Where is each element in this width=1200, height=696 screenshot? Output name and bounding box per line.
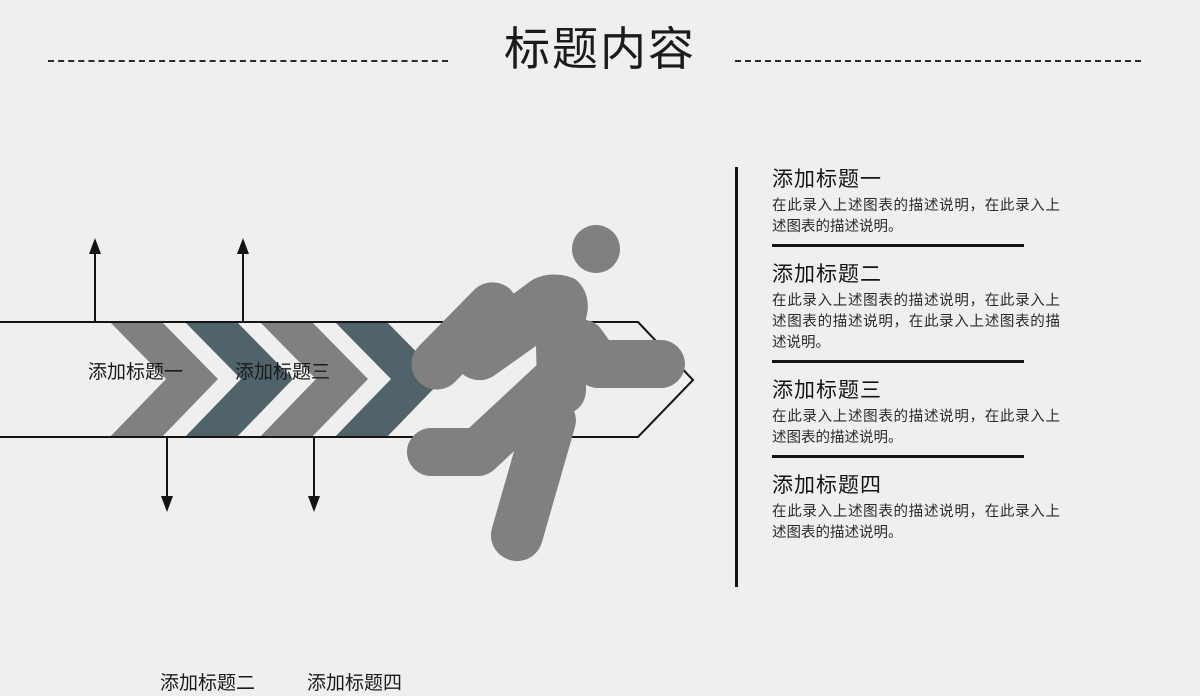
list-item-title: 添加标题四 — [772, 474, 882, 497]
callout-label-top-3: 添加标题三 — [235, 362, 331, 383]
list-item[interactable]: 添加标题一 在此录入上述图表的描述说明，在此录入上述图表的描述说明。 — [772, 165, 1072, 247]
chevron-2 — [183, 323, 293, 436]
list-item-title: 添加标题二 — [772, 263, 882, 286]
callout-label-top-1: 添加标题一 — [88, 362, 184, 383]
chevron-1 — [108, 323, 218, 436]
callout-label-bottom-4: 添加标题四 — [307, 673, 403, 694]
arrow-band-graphic — [0, 225, 695, 562]
list-item-body: 在此录入上述图表的描述说明，在此录入上述图表的描述说明。 — [772, 409, 1060, 446]
list-item-divider — [772, 244, 1024, 247]
header-dashed-rule-left — [48, 60, 448, 62]
list-item-divider — [772, 455, 1024, 458]
list-item-body: 在此录入上述图表的描述说明，在此录入上述图表的描述说明，在此录入上述图表的描述说… — [772, 293, 1060, 351]
chevron-3 — [258, 323, 368, 436]
list-item-body: 在此录入上述图表的描述说明，在此录入上述图表的描述说明。 — [772, 504, 1060, 541]
list-item-body: 在此录入上述图表的描述说明，在此录入上述图表的描述说明。 — [772, 198, 1060, 235]
connector-down-2 — [161, 437, 173, 512]
list-item-title: 添加标题一 — [772, 168, 882, 191]
list-item-divider — [772, 360, 1024, 363]
description-panel: 添加标题一 在此录入上述图表的描述说明，在此录入上述图表的描述说明。 添加标题二… — [735, 165, 1155, 590]
list-item[interactable]: 添加标题二 在此录入上述图表的描述说明，在此录入上述图表的描述说明，在此录入上述… — [772, 247, 1072, 363]
list-item[interactable]: 添加标题四 在此录入上述图表的描述说明，在此录入上述图表的描述说明。 — [772, 458, 1072, 553]
header-dashed-rule-right — [735, 60, 1141, 62]
connector-up-3 — [237, 238, 249, 322]
connector-up-1 — [89, 238, 101, 322]
connector-down-4 — [308, 437, 320, 512]
description-list: 添加标题一 在此录入上述图表的描述说明，在此录入上述图表的描述说明。 添加标题二… — [772, 165, 1072, 553]
page-title: 标题内容 — [504, 23, 696, 75]
slide-header: 标题内容 — [0, 0, 1200, 110]
list-item[interactable]: 添加标题三 在此录入上述图表的描述说明，在此录入上述图表的描述说明。 — [772, 363, 1072, 458]
panel-vertical-rule — [735, 167, 738, 587]
running-person-icon — [407, 225, 685, 562]
callout-label-bottom-2: 添加标题二 — [160, 673, 256, 694]
chevron-group — [108, 323, 443, 436]
list-item-title: 添加标题三 — [772, 379, 882, 402]
process-diagram: 添加标题一 添加标题三 添加标题二 添加标题四 — [0, 150, 720, 694]
